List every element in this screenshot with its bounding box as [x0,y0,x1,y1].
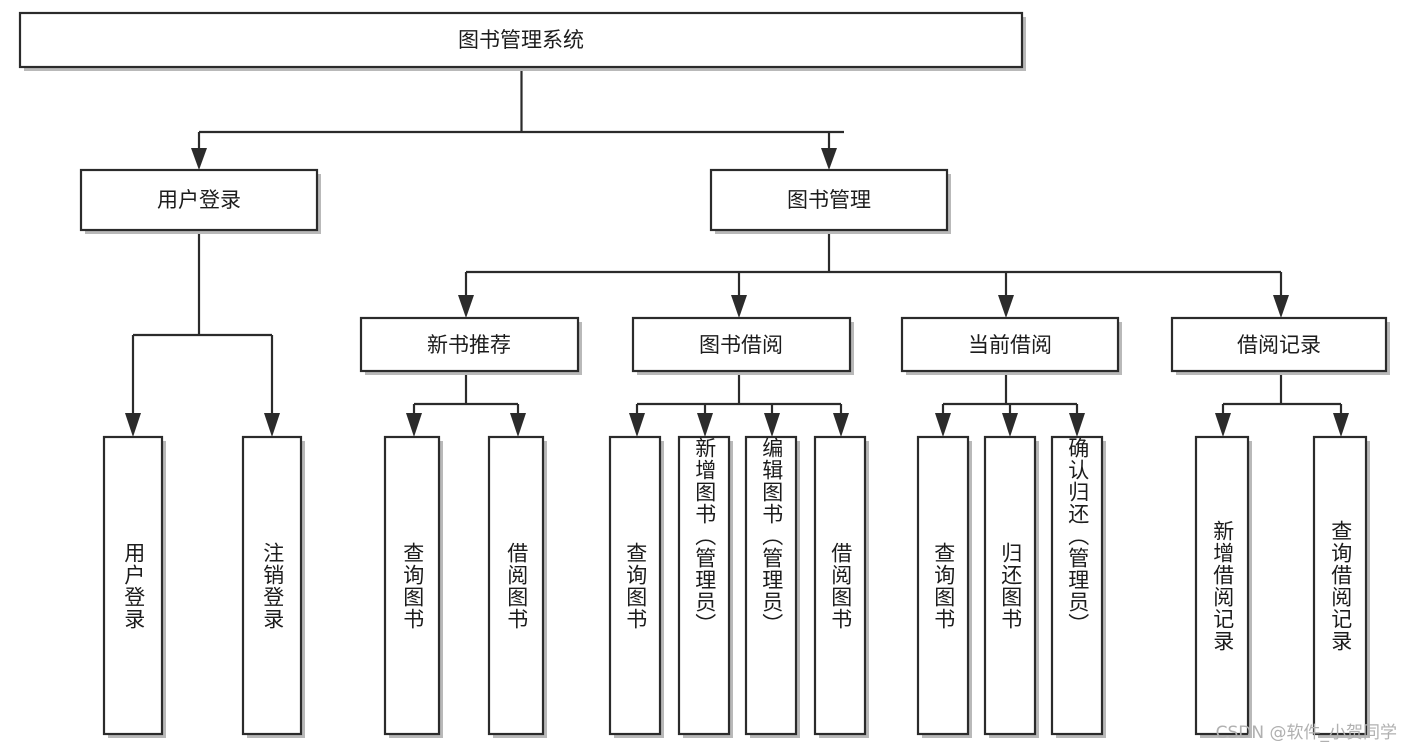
node-borrow-record[interactable] [1170,316,1388,373]
leaf-book-borrow-2[interactable] [677,435,731,736]
connector-layer [125,67,1349,437]
arrow-bb-leaf2 [697,413,713,437]
arrow-cb-leaf1 [935,413,951,437]
node-root-label: 图书管理系统 [458,28,584,52]
leaf-book-borrow-4[interactable] [813,435,867,736]
arrow-br-leaf2 [1333,413,1349,437]
arrow-nb-leaf2 [510,413,526,437]
leaf-borrow-record-2[interactable] [1312,435,1368,736]
node-current-borrow[interactable] [900,316,1120,373]
node-user-login[interactable] [79,168,319,232]
leaf-book-borrow-1[interactable] [608,435,662,736]
arrow-to-new-book [458,295,474,318]
leaf-current-borrow-1[interactable] [916,435,970,736]
leaf-current-borrow-2[interactable] [983,435,1037,736]
leaf-new-book-2[interactable] [487,435,545,736]
node-book-borrow[interactable] [631,316,852,373]
arrow-br-leaf1 [1215,413,1231,437]
node-new-book-recommend[interactable] [359,316,580,373]
leaf-current-borrow-3[interactable] [1050,435,1104,736]
arrow-cb-leaf2 [1002,413,1018,437]
arrow-nb-leaf1 [406,413,422,437]
arrow-ul-leaf2 [264,413,280,437]
node-user-login-label: 用户登录 [157,188,241,212]
node-root[interactable] [18,11,1024,69]
arrow-to-user-login [191,148,207,170]
arrow-bb-leaf1 [629,413,645,437]
node-book-manage-label: 图书管理 [787,188,871,212]
leaf-new-book-1[interactable] [383,435,441,736]
node-layer: 图书管理系统 用户登录 图书管理 新书推荐 图书借阅 当前借阅 借阅记录 [18,11,1390,738]
arrow-to-book-manage [821,148,837,170]
node-borrow-record-label: 借阅记录 [1237,333,1321,357]
arrow-to-borrow-record [1273,295,1289,318]
arrow-cb-leaf3 [1069,413,1085,437]
arrow-to-book-borrow [731,295,747,318]
node-new-book-recommend-label: 新书推荐 [427,333,511,357]
leaf-book-borrow-3[interactable] [744,435,798,736]
leaf-borrow-record-1[interactable] [1194,435,1250,736]
arrow-bb-leaf3 [764,413,780,437]
node-book-borrow-label: 图书借阅 [699,333,783,357]
leaf-user-login-1[interactable] [102,435,164,736]
leaf-user-login-2[interactable] [241,435,303,736]
arrow-ul-leaf1 [125,413,141,437]
arrow-to-current-borrow [998,295,1014,318]
arrow-bb-leaf4 [833,413,849,437]
node-current-borrow-label: 当前借阅 [968,333,1052,357]
node-book-manage[interactable] [709,168,949,232]
